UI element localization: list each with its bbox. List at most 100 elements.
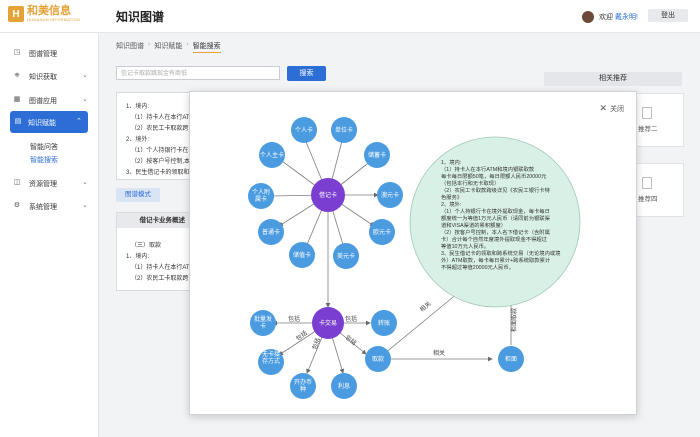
overview-line: （1）持卡人在本行ATM和境 xyxy=(131,265,207,271)
graph-node[interactable]: 澳元卡 xyxy=(377,182,403,208)
recommend-card[interactable]: 推荐四 xyxy=(632,163,684,217)
chevron-down-icon: ⌄ xyxy=(82,179,88,186)
recommend-header: 相关推荐 xyxy=(544,72,682,86)
result-line: （2）农民工卡取款跨 xyxy=(131,126,189,132)
sub-item-qa[interactable]: 智能问答 xyxy=(30,144,58,151)
breadcrumb-item[interactable]: 知识赋能 xyxy=(154,43,183,50)
graph-node[interactable]: 美元卡 xyxy=(333,243,359,269)
user-name[interactable]: 戴永明! xyxy=(615,14,638,21)
logout-button[interactable]: 登出 xyxy=(648,9,688,22)
info-text-block: 1、境内: （1）持卡人在本行ATM和境内银联取款 每卡每日限额50笔，每日限额… xyxy=(441,158,561,271)
sidebar-item-knowledge-enable[interactable]: ▤ 知识赋能 ⌃ xyxy=(10,111,88,133)
overview-line: （2）农民工卡取款跨 xyxy=(131,276,189,282)
graph-node[interactable]: 储值卡 xyxy=(289,242,315,268)
chevron-up-icon: ⌃ xyxy=(76,118,82,125)
document-icon xyxy=(642,177,652,189)
info-line: 等值10万元人民币。 xyxy=(441,242,489,250)
info-line: 1、境内: xyxy=(441,158,461,166)
info-line: （2）农民工卡取款跨级详见《农民工银行卡特 xyxy=(441,186,551,194)
breadcrumb: 知识图谱 › 知识赋能 › 智能搜索 xyxy=(116,41,225,53)
welcome-text: 欢迎 xyxy=(599,14,614,21)
sidebar-item-label: 系统管理 xyxy=(29,204,57,211)
svg-text:个人主卡: 个人主卡 xyxy=(260,151,284,159)
graph-node-transaction[interactable]: 卡交易 xyxy=(312,307,344,339)
info-line: （1）持卡人在本行ATM和境内银联取款 xyxy=(441,165,535,173)
overview-card: 借记卡业务概述 （三）取款 1、境内: （1）持卡人在本行ATM和境 （2）农民… xyxy=(116,212,207,291)
result-line: （1）持卡人在本行ATM和境内 xyxy=(131,115,213,121)
brand-logo[interactable]: H 和美信息 HUMANUN INFORMATION xyxy=(8,6,80,22)
info-line: （1）个人持银行卡在境外提取现金，每卡每日 xyxy=(441,207,550,215)
overview-line: 1、境内: xyxy=(126,254,150,260)
recommend-card[interactable]: 推荐二 xyxy=(632,93,684,147)
recommend-label: 推荐四 xyxy=(638,196,658,203)
sidebar-item-resource[interactable]: ◫ 资源管理 ⌄ xyxy=(0,173,98,193)
graph-node-debit[interactable]: 借记卡 xyxy=(311,178,345,212)
info-line: 外）ATM取款，每卡每日累计+跨系统取款累计 xyxy=(441,256,551,264)
graph-manage-icon: ◳ xyxy=(13,49,21,56)
avatar[interactable] xyxy=(582,11,595,23)
close-button[interactable]: ✕ 关闭 xyxy=(599,103,624,114)
result-line: 1、境内: xyxy=(126,104,150,110)
graph-node[interactable]: 利息 xyxy=(331,373,357,399)
info-line: 道和VISA渠道的累积额度） xyxy=(441,221,506,229)
chevron-down-icon: ⌄ xyxy=(82,96,88,103)
svg-text:种: 种 xyxy=(300,385,306,393)
edge-label: 包括 xyxy=(294,329,308,343)
sidebar-item-label: 图谱应用 xyxy=(29,98,57,105)
svg-text:个人附: 个人附 xyxy=(252,188,270,196)
knowledge-enable-icon: ▤ xyxy=(14,118,22,125)
sidebar-item-graph-manage[interactable]: ◳ 图谱管理 xyxy=(0,43,98,63)
breadcrumb-item[interactable]: 知识图谱 xyxy=(116,43,144,50)
sidebar-item-graph-app[interactable]: ▦ 图谱应用 ⌄ xyxy=(0,90,98,110)
graph-node[interactable]: 欧元卡 xyxy=(369,219,395,245)
close-icon: ✕ xyxy=(599,103,607,113)
svg-text:无卡接: 无卡接 xyxy=(262,350,280,358)
svg-text:卡: 卡 xyxy=(260,322,266,330)
svg-text:单位卡: 单位卡 xyxy=(335,126,353,134)
graph-node[interactable]: 储蓄卡 xyxy=(364,142,390,168)
graph-node[interactable]: 普通卡 xyxy=(258,219,284,245)
knowledge-acquire-icon: ⎈ xyxy=(14,72,20,79)
sidebar-item-label: 知识赋能 xyxy=(28,120,56,127)
svg-text:存方式: 存方式 xyxy=(262,357,280,365)
info-line: 卡）合计每个自然年度境外提取现金不得超过 xyxy=(441,235,548,243)
search-input[interactable]: 信记卡取款跳现金有商低 xyxy=(116,66,280,80)
info-line: （2）按客户号控制，本人名下借记卡（含附属 xyxy=(441,228,550,236)
edge-label: 包括 xyxy=(288,315,300,323)
svg-text:开办币: 开办币 xyxy=(294,378,312,386)
sidebar-item-system[interactable]: ⚙ 系统管理 ⌄ xyxy=(0,196,98,216)
sub-item-smart-search[interactable]: 智能搜索 xyxy=(30,157,58,164)
sidebar-item-label: 资源管理 xyxy=(29,181,57,188)
info-line: 不得超过等值20000元人民币。 xyxy=(441,263,514,271)
graph-mode-button[interactable]: 图谱模式 xyxy=(116,188,160,202)
graph-node[interactable]: 个人卡 xyxy=(291,117,317,143)
result-line: （2）按客户号控制,本人名 xyxy=(131,159,203,165)
graph-node[interactable]: 取款 xyxy=(365,346,391,372)
info-line: 每卡每日限额50笔，每日限额人民币20000元 xyxy=(441,172,547,180)
brand-subtitle: HUMANUN INFORMATION xyxy=(27,17,81,22)
info-line: 额度统一为等值1万元人民币（请同前为银联渠 xyxy=(441,214,551,222)
graph-node[interactable]: 单位卡 xyxy=(331,117,357,143)
info-line: 3、民生借记卡的领取和跨系统交易（无论境内或境 xyxy=(441,249,561,257)
graph-node[interactable]: 柜面 xyxy=(498,346,524,372)
graph-node[interactable]: 转账 xyxy=(371,310,397,336)
result-line: 2、境外: xyxy=(126,137,150,143)
edge-label: 包括 xyxy=(310,337,322,351)
svg-text:转账: 转账 xyxy=(378,319,390,327)
edge-label: 包括 xyxy=(345,315,357,323)
info-bubble[interactable] xyxy=(409,136,581,308)
sidebar-item-knowledge-acquire[interactable]: ⎈ 知识获取 ⌄ xyxy=(0,66,98,86)
sidebar-item-label: 知识获取 xyxy=(29,74,57,81)
info-line: 2、境外: xyxy=(441,200,461,208)
search-button[interactable]: 搜索 xyxy=(287,66,326,81)
svg-text:个人卡: 个人卡 xyxy=(295,126,313,134)
svg-text:储蓄卡: 储蓄卡 xyxy=(368,151,386,159)
svg-text:柜面: 柜面 xyxy=(505,355,517,363)
graph-node[interactable]: 个人主卡 xyxy=(259,142,285,168)
overview-line: （三）取款 xyxy=(131,243,162,249)
chevron-down-icon: ⌄ xyxy=(82,72,88,79)
